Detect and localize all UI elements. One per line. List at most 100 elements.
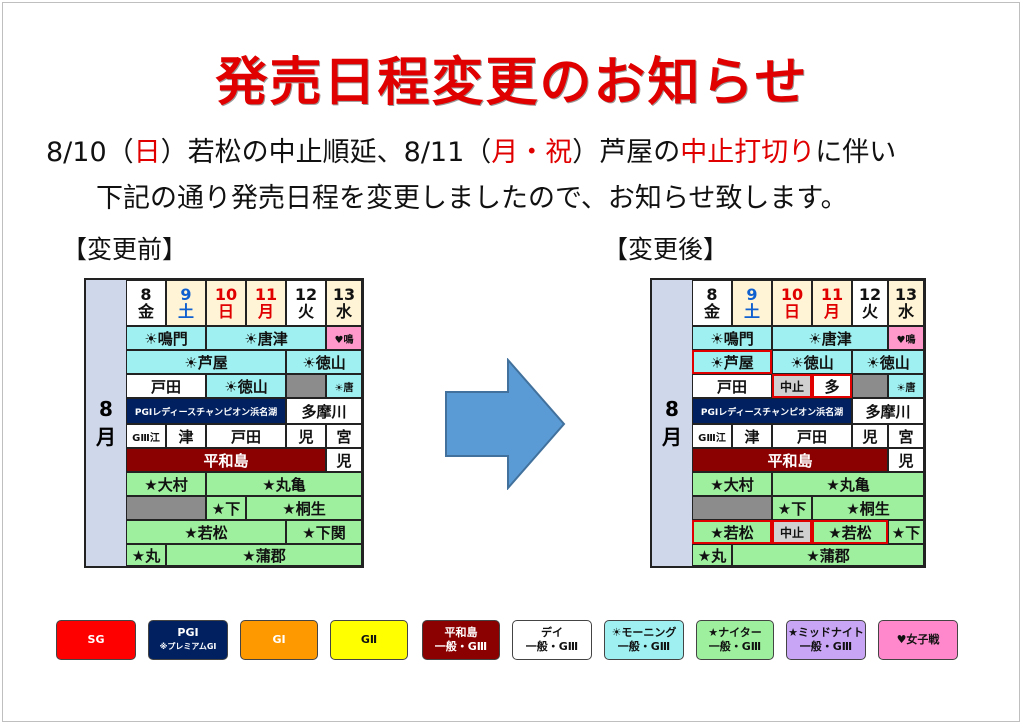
race-cell: ☀徳山 <box>772 350 852 374</box>
day-num: 12 <box>858 285 882 304</box>
race-cell: ☀唐 <box>326 374 362 398</box>
race-cell: GⅢ江 <box>126 424 166 448</box>
day-dow: 土 <box>177 302 194 321</box>
day-num: 9 <box>746 285 758 304</box>
day-dow: 月 <box>257 302 274 321</box>
notice-text: ）芦屋の <box>572 137 681 168</box>
race-cell: PGⅠレディースチャンピオン浜名湖 <box>126 398 286 424</box>
race-cell: 多摩川 <box>286 398 362 424</box>
race-cell: 戸田 <box>772 424 852 448</box>
notice-highlight: 月・祝 <box>491 137 573 168</box>
legend-midnight: ★ミッドナイト一般・GⅢ <box>786 620 866 660</box>
race-cell: ☀徳山 <box>852 350 924 374</box>
after-label: 【変更後】 <box>603 235 729 264</box>
race-cell: 戸田 <box>126 374 206 398</box>
race-cell: ☀唐津 <box>206 326 326 350</box>
day-num: 10 <box>214 285 238 304</box>
race-cell: ★丸 <box>692 544 732 566</box>
day-num: 10 <box>780 285 804 304</box>
day-dow: 水 <box>335 302 352 321</box>
race-cell: ★下 <box>206 496 246 520</box>
day-dow: 土 <box>743 302 760 321</box>
legend-label: ♥女子戦 <box>896 633 940 646</box>
day-num: 8 <box>706 285 718 304</box>
day-dow: 金 <box>137 302 154 321</box>
race-cell-changed: ★若松 <box>812 520 888 544</box>
race-cell: ★丸亀 <box>206 472 362 496</box>
legend-sublabel: ※プレミアムGⅠ <box>159 642 217 651</box>
race-cell: ★若松 <box>126 520 286 544</box>
day-num: 12 <box>294 285 318 304</box>
race-cell: ☀唐津 <box>772 326 888 350</box>
race-cell: ☀徳山 <box>206 374 286 398</box>
race-cell: 児 <box>888 448 924 472</box>
page-title: 発売日程変更のお知らせ <box>215 53 809 113</box>
day-dow: 火 <box>861 302 878 321</box>
race-cell-changed: ★若松 <box>692 520 772 544</box>
day-num: 8 <box>140 285 152 304</box>
legend-label: ★ナイター <box>708 626 762 639</box>
notice-line-2: 下記の通り発売日程を変更しましたので、お知らせ致します。 <box>96 183 848 214</box>
race-cell: ★下 <box>772 496 812 520</box>
race-cell: 児 <box>852 424 888 448</box>
race-cell: ★桐生 <box>246 496 362 520</box>
race-cell: ☀鳴門 <box>126 326 206 350</box>
month-char: 月 <box>96 424 116 449</box>
notice-line-1: 8/10（日）若松の中止順延、8/11（月・祝）芦屋の中止打切りに伴い <box>46 130 896 169</box>
day-dow: 水 <box>897 302 914 321</box>
day-num: 13 <box>894 285 918 304</box>
race-cell: ★蒲郡 <box>732 544 924 566</box>
legend-sublabel: 一般・GⅢ <box>617 640 671 653</box>
day-dow: 日 <box>783 302 800 321</box>
month-number: 8 <box>665 396 679 421</box>
race-cell: PGⅠレディースチャンピオン浜名湖 <box>692 398 852 424</box>
race-cell: 児 <box>326 448 362 472</box>
notice-text: 8/10（ <box>46 137 134 168</box>
race-cell: 津 <box>166 424 206 448</box>
day-dow: 金 <box>703 302 720 321</box>
race-cell: ★丸亀 <box>772 472 924 496</box>
race-cell: 津 <box>732 424 772 448</box>
legend-morning: ☀モーニング一般・GⅢ <box>604 620 684 660</box>
day-num: 13 <box>332 285 356 304</box>
legend-pg1: PGⅠ※プレミアムGⅠ <box>148 620 228 660</box>
legend-label: GⅠ <box>272 633 286 646</box>
race-cell: ★大村 <box>126 472 206 496</box>
month-number: 8 <box>99 396 113 421</box>
empty-cell <box>286 374 326 398</box>
empty-cell <box>126 496 206 520</box>
race-cell: ★下 <box>888 520 924 544</box>
race-cell: ☀徳山 <box>286 350 362 374</box>
legend-g2: GⅡ <box>330 620 408 660</box>
legend-nighter: ★ナイター一般・GⅢ <box>696 620 774 660</box>
race-cell-changed: ☀芦屋 <box>692 350 772 374</box>
legend-label: ☀モーニング <box>611 626 677 639</box>
legend-g1: GⅠ <box>240 620 318 660</box>
legend-ladies: ♥女子戦 <box>878 620 958 660</box>
race-cell: ★蒲郡 <box>166 544 362 566</box>
cancelled-cell: 中止 <box>772 374 812 398</box>
race-cell: ♥鳴 <box>888 326 924 350</box>
race-cell: ☀鳴門 <box>692 326 772 350</box>
race-cell: 戸田 <box>692 374 772 398</box>
race-cell: ♥鳴 <box>326 326 362 350</box>
race-cell-changed: 多 <box>812 374 852 398</box>
race-cell: 宮 <box>326 424 362 448</box>
legend-label: SG <box>87 633 105 646</box>
notice-text: ）若松の中止順延、8/11（ <box>160 137 492 168</box>
empty-cell <box>692 496 772 520</box>
